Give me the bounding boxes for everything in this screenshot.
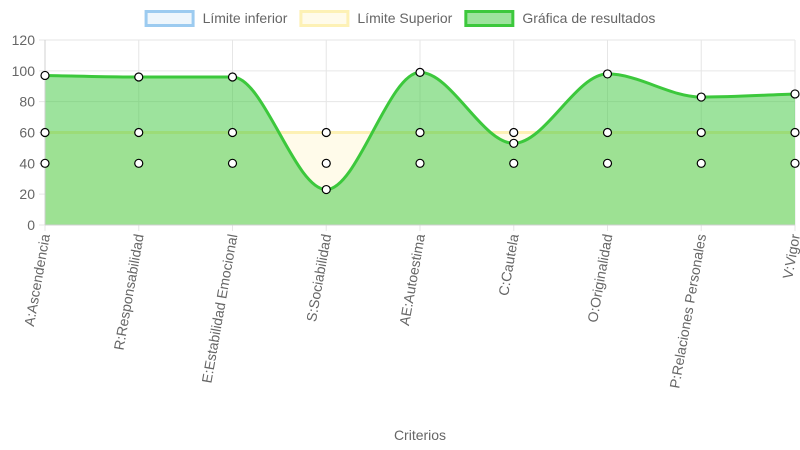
legend-item-1[interactable]: Límite Superior (299, 10, 453, 27)
x-tick-label: P:Relaciones Personales (666, 233, 709, 390)
data-point-s0 (790, 158, 800, 168)
y-tick-label: 40 (19, 155, 35, 171)
data-point-s2 (415, 67, 425, 77)
data-point-s0 (227, 158, 238, 168)
x-tick-label: E:Estabilidad Emocional (198, 233, 240, 384)
data-point-s2 (40, 70, 50, 81)
legend-label: Gráfica de resultados (522, 10, 655, 26)
legend-label: Límite Superior (357, 10, 452, 26)
x-tick-label: S:Sociabilidad (303, 233, 334, 323)
data-point-s0 (134, 158, 144, 168)
data-point-s0 (415, 158, 425, 168)
data-point-s0 (40, 158, 50, 168)
series-layer (44, 70, 796, 225)
x-axis-title: Criterios (394, 427, 446, 443)
data-point-s2 (509, 138, 519, 148)
data-point-s2 (134, 72, 144, 82)
data-point-s0 (321, 158, 331, 168)
legend-swatch (299, 10, 350, 27)
y-tick-label: 60 (19, 125, 35, 141)
y-tick-label: 80 (19, 94, 35, 110)
x-tick-label: O:Originalidad (584, 233, 615, 324)
x-tick-label: A:Ascendencia (21, 233, 53, 328)
legend: Límite inferior Límite Superior Gráfica de… (144, 10, 656, 27)
y-tick-label: 100 (12, 63, 36, 79)
data-point-s1 (509, 127, 519, 138)
x-tick-label: V:Vigor (779, 232, 800, 280)
data-point-s1 (321, 127, 331, 138)
legend-item-0[interactable]: Límite inferior (144, 10, 288, 27)
legend-swatch (464, 10, 515, 27)
data-point-s2 (321, 184, 331, 195)
y-tick-label: 120 (12, 32, 36, 48)
data-point-s1 (790, 127, 800, 138)
y-tick-label: 20 (19, 186, 35, 202)
y-tick-label: 0 (27, 217, 35, 233)
x-tick-label: R:Responsabilidad (111, 233, 147, 352)
legend-swatch (144, 10, 195, 27)
data-point-s2 (696, 92, 706, 102)
legend-label: Límite inferior (203, 10, 288, 26)
data-point-s0 (509, 158, 519, 168)
points-layer (40, 67, 800, 195)
data-point-s1 (696, 127, 706, 138)
data-point-s0 (602, 158, 613, 168)
data-point-s2 (790, 89, 800, 99)
data-point-s1 (415, 127, 425, 138)
data-point-s1 (227, 127, 238, 138)
data-point-s1 (40, 127, 50, 138)
data-point-s1 (602, 127, 613, 138)
data-point-s0 (696, 158, 706, 168)
x-tick-label: C:Cautela (495, 233, 522, 297)
data-point-s1 (134, 127, 144, 138)
data-point-s2 (602, 69, 613, 79)
series-area-2 (45, 72, 795, 225)
legend-item-2[interactable]: Gráfica de resultados (464, 10, 656, 27)
data-point-s2 (227, 72, 238, 82)
x-tick-label: AE:Autoestima (396, 233, 428, 327)
